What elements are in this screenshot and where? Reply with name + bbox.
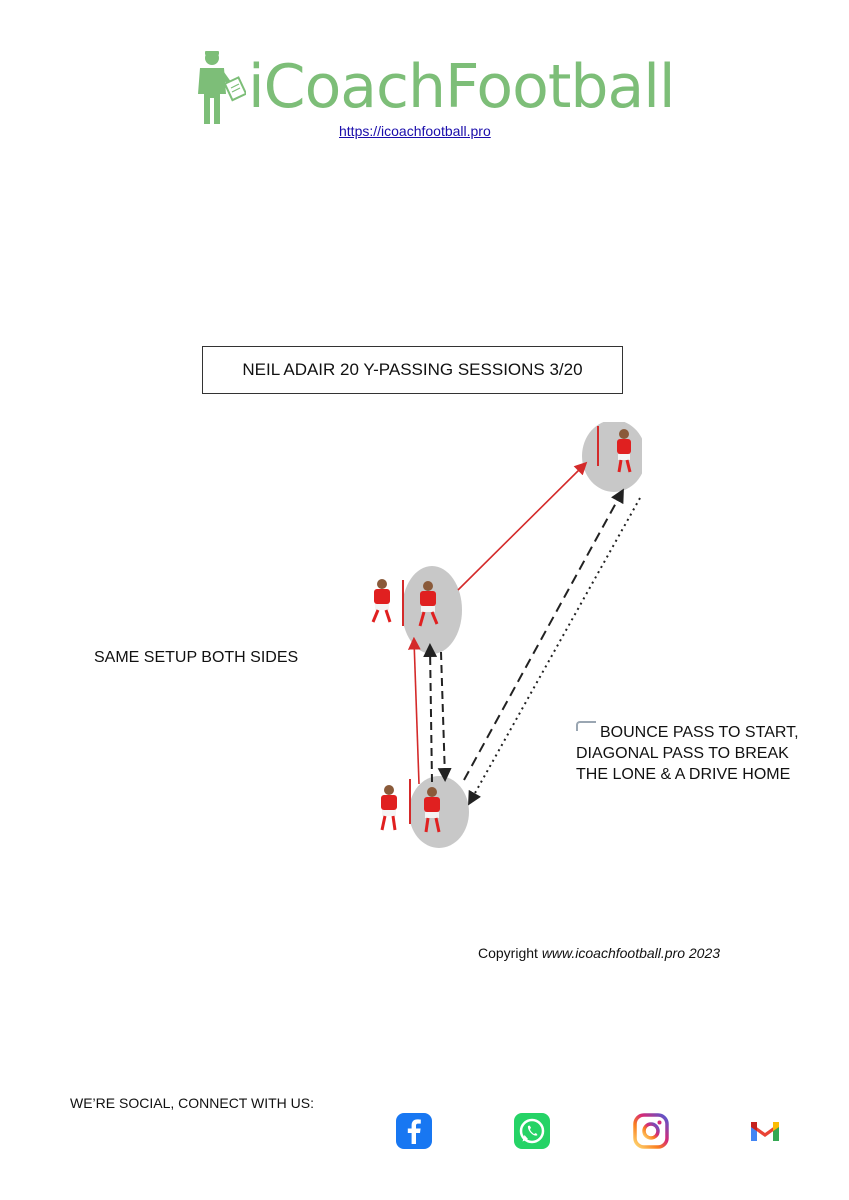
social-label: WE’RE SOCIAL, CONNECT WITH US: (70, 1095, 314, 1111)
copyright-line: Copyright www.icoachfootball.pro 2023 (478, 945, 720, 961)
gmail-icon[interactable] (746, 1112, 784, 1150)
player-bottom-left (380, 785, 397, 831)
whatsapp-icon[interactable] (513, 1112, 551, 1150)
brand-name: iCoachFootball (248, 52, 676, 122)
coach-with-clipboard-icon (198, 51, 246, 124)
player-middle-left (371, 579, 392, 623)
copyright-year: 2023 (688, 945, 721, 961)
bracket-mark-icon (576, 721, 596, 731)
zone-top (582, 422, 642, 492)
session-title: NEIL ADAIR 20 Y-PASSING SESSIONS 3/20 (202, 346, 623, 394)
instagram-icon[interactable] (632, 1112, 670, 1150)
bounce-pass-down (437, 651, 452, 782)
pass-run-up (407, 636, 421, 785)
drive-home-pass (468, 497, 641, 806)
diagonal-pass (463, 488, 624, 781)
drill-instructions: BOUNCE PASS TO START, DIAGONAL PASS TO B… (576, 721, 816, 785)
side-note: SAME SETUP BOTH SIDES (94, 649, 299, 666)
copyright-prefix: Copyright (478, 945, 538, 961)
player-middle (418, 581, 439, 627)
copyright-site: www.icoachfootball.pro (541, 945, 685, 961)
player-top (617, 429, 632, 473)
bounce-pass-up (423, 643, 438, 783)
facebook-icon[interactable] (395, 1112, 433, 1150)
pass-diagonal-red (457, 461, 588, 591)
brand-url-link[interactable]: https://icoachfootball.pro (339, 123, 491, 139)
drill-diagram (371, 422, 642, 848)
instructions-text: BOUNCE PASS TO START, DIAGONAL PASS TO B… (576, 724, 799, 783)
player-bottom (424, 787, 441, 833)
